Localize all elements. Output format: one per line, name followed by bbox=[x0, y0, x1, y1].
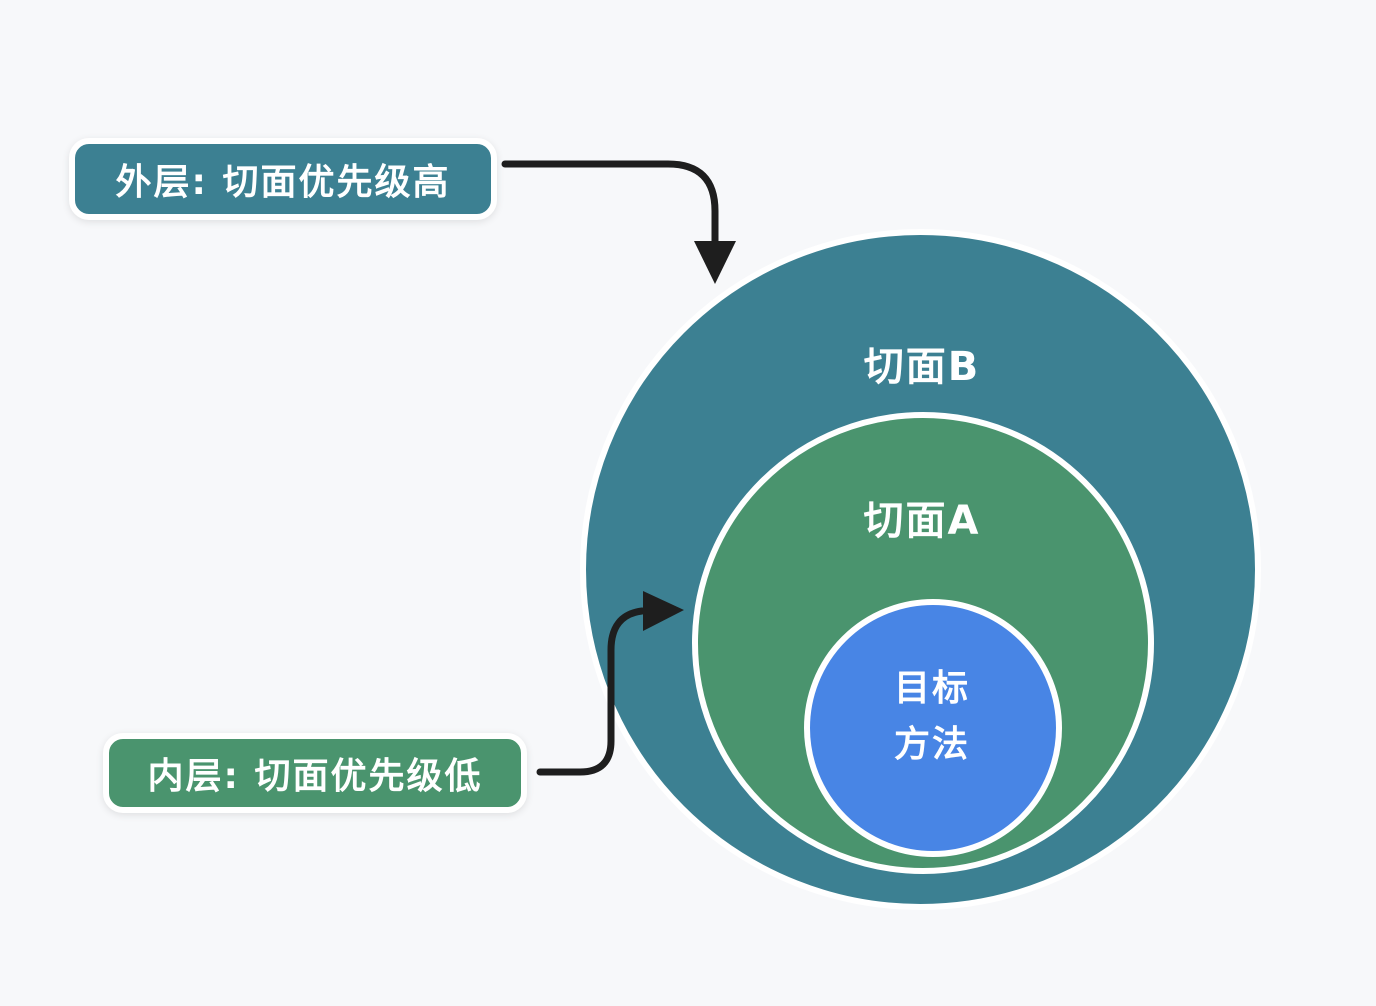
outer-priority-callout: 外层: 切面优先级高 bbox=[69, 138, 497, 220]
arrowhead-down-icon bbox=[694, 241, 736, 284]
target-method-label: 目标 方法 bbox=[893, 668, 971, 765]
aspect-a-label: 切面A bbox=[863, 498, 981, 544]
inner-priority-callout-label: 内层: 切面优先级低 bbox=[147, 756, 483, 797]
target-method-circle bbox=[804, 599, 1062, 857]
outer-callout-arrow bbox=[501, 160, 736, 284]
outer-priority-callout-label: 外层: 切面优先级高 bbox=[115, 162, 451, 203]
aspect-b-label: 切面B bbox=[863, 344, 981, 390]
inner-priority-callout: 内层: 切面优先级低 bbox=[103, 733, 527, 813]
